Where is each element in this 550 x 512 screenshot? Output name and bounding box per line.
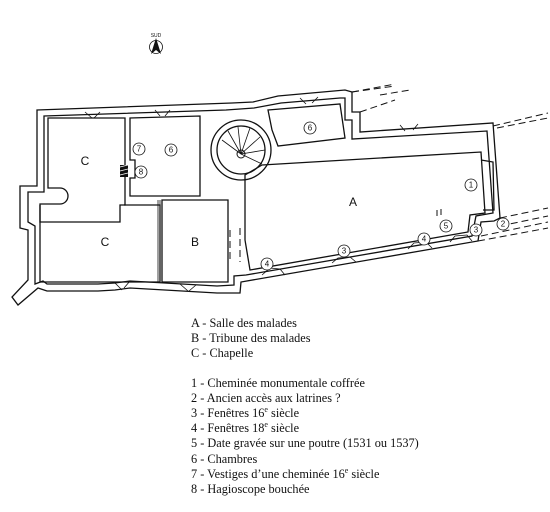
building-outline [11, 89, 501, 306]
marker-6-left: 6 [164, 143, 178, 157]
legend-item-6: 6 - Chambres [191, 451, 258, 466]
svg-text:5: 5 [444, 222, 449, 231]
svg-text:1: 1 [469, 181, 474, 190]
room-label-b: B [191, 235, 199, 249]
marker-7: 7 [132, 142, 146, 156]
legend-item-3: 3 - Fenêtres 16e siècle [191, 404, 300, 421]
legend-item-8: 8 - Hagioscope bouchée [191, 482, 310, 497]
svg-text:6: 6 [308, 124, 313, 133]
room-label-a: A [349, 195, 357, 209]
svg-text:7: 7 [137, 145, 142, 154]
marker-3b: 3 [337, 244, 351, 258]
marker-6-right: 6 [303, 121, 317, 135]
latrine-outline [351, 83, 549, 242]
legend-room-b: B - Tribune des malades [191, 331, 311, 346]
marker-2: 2 [496, 217, 510, 231]
marker-1: 1 [464, 178, 478, 192]
marker-3a: 3 [469, 223, 483, 237]
legend-room-c: C - Chapelle [191, 346, 254, 361]
marker-5: 5 [439, 219, 453, 233]
svg-text:3: 3 [474, 226, 479, 235]
room-label-c-upper: C [81, 154, 90, 168]
marker-8: 8 [134, 165, 148, 179]
legend-room-a: A - Salle des malades [191, 316, 297, 330]
legend-item-1: 1 - Cheminée monumentale coffrée [191, 375, 365, 390]
legend-item-4: 4 - Fenêtres 18e siècle [191, 420, 300, 436]
legend-item-7: 7 - Vestiges d’une cheminée 16e siècle [191, 465, 380, 481]
legend: A - Salle des malades B - Tribune des ma… [191, 316, 531, 497]
svg-text:2: 2 [501, 220, 506, 229]
north-label: SUD [151, 33, 162, 39]
svg-text:6: 6 [169, 146, 174, 155]
marker-4a: 4 [417, 232, 431, 246]
svg-text:3: 3 [342, 247, 347, 256]
legend-item-2: 2 - Ancien accès aux latrines ? [191, 390, 341, 405]
marker-4b: 4 [260, 257, 274, 271]
svg-text:4: 4 [265, 260, 270, 269]
room-label-c-lower: C [101, 235, 110, 249]
svg-text:8: 8 [139, 168, 144, 177]
floor-plan: SUD [11, 33, 549, 306]
svg-text:4: 4 [422, 235, 427, 244]
north-arrow-icon: SUD [149, 33, 163, 54]
legend-item-5: 5 - Date gravée sur une poutre (1531 ou … [191, 436, 419, 451]
